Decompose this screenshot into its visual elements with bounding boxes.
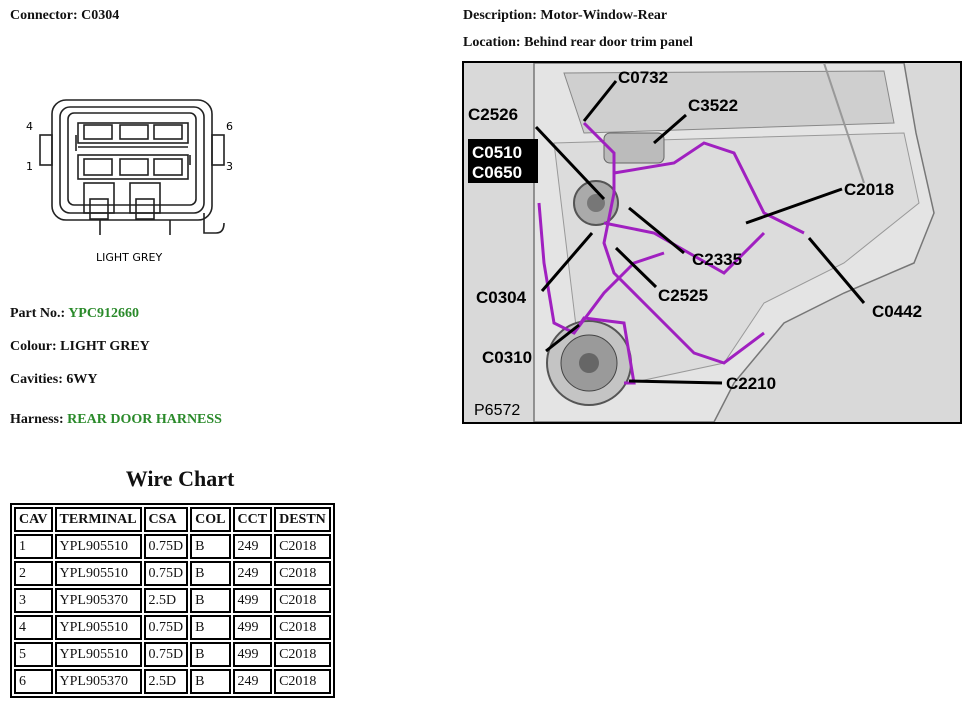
connector-value: C0304 bbox=[81, 8, 120, 23]
header-destn: DESTN bbox=[274, 507, 331, 532]
header-cct: CCT bbox=[232, 507, 273, 532]
cell-csa: 0.75D bbox=[143, 615, 189, 640]
cell-csa: 0.75D bbox=[143, 561, 189, 586]
table-row: 4 YPL905510 0.75D B 499 C2018 bbox=[14, 615, 331, 640]
cell-cav: 2 bbox=[14, 561, 53, 586]
cell-terminal: YPL905510 bbox=[54, 642, 142, 667]
cell-cav: 4 bbox=[14, 615, 53, 640]
cell-destn: C2018 bbox=[274, 669, 331, 694]
callout-c2210: C2210 bbox=[726, 374, 776, 393]
cell-destn: C2018 bbox=[274, 588, 331, 613]
cell-destn: C2018 bbox=[274, 615, 331, 640]
cell-col: B bbox=[190, 642, 231, 667]
description: Description: Motor-Window-Rear bbox=[463, 8, 667, 24]
cell-csa: 2.5D bbox=[143, 588, 189, 613]
location: Location: Behind rear door trim panel bbox=[463, 35, 693, 51]
header-terminal: TERMINAL bbox=[54, 507, 142, 532]
cell-terminal: YPL905510 bbox=[54, 561, 142, 586]
drawing-caption: LIGHT GREY bbox=[96, 251, 163, 264]
header-cav: CAV bbox=[14, 507, 53, 532]
description-label: Description: bbox=[463, 8, 537, 23]
callout-c3522: C3522 bbox=[688, 96, 738, 115]
cell-destn: C2018 bbox=[274, 534, 331, 559]
callout-c0510: C0510 bbox=[472, 143, 522, 162]
pin-1-label: 1 bbox=[26, 160, 33, 173]
wire-chart-header-row: CAV TERMINAL CSA COL CCT DESTN bbox=[14, 507, 331, 532]
table-row: 5 YPL905510 0.75D B 499 C2018 bbox=[14, 642, 331, 667]
cell-terminal: YPL905510 bbox=[54, 615, 142, 640]
cell-col: B bbox=[190, 669, 231, 694]
door-illustration: C0732 C2526 C3522 C0510 C0650 C2018 C233… bbox=[462, 61, 962, 424]
callout-c2525: C2525 bbox=[658, 286, 708, 305]
cell-cct: 249 bbox=[232, 561, 273, 586]
cell-cav: 6 bbox=[14, 669, 53, 694]
cell-cav: 3 bbox=[14, 588, 53, 613]
cavities: Cavities: 6WY bbox=[10, 372, 98, 388]
cell-destn: C2018 bbox=[274, 561, 331, 586]
callout-c2526: C2526 bbox=[468, 105, 518, 124]
header-csa: CSA bbox=[143, 507, 189, 532]
cell-col: B bbox=[190, 615, 231, 640]
location-value: Behind rear door trim panel bbox=[524, 35, 693, 50]
wire-chart-table: CAV TERMINAL CSA COL CCT DESTN 1 YPL9055… bbox=[10, 503, 335, 698]
cell-col: B bbox=[190, 534, 231, 559]
cell-col: B bbox=[190, 588, 231, 613]
cell-csa: 0.75D bbox=[143, 642, 189, 667]
harness-label: Harness: bbox=[10, 412, 64, 427]
wire-chart-title: Wire Chart bbox=[125, 466, 235, 491]
cell-cct: 249 bbox=[232, 669, 273, 694]
table-row: 1 YPL905510 0.75D B 249 C2018 bbox=[14, 534, 331, 559]
cell-cct: 499 bbox=[232, 588, 273, 613]
pin-6-label: 6 bbox=[226, 120, 233, 133]
callout-dark-box bbox=[468, 139, 538, 183]
door-illustration-drawing: C0732 C2526 C3522 C0510 C0650 C2018 C233… bbox=[468, 63, 935, 422]
colour: Colour: LIGHT GREY bbox=[10, 339, 150, 355]
cavities-label: Cavities: bbox=[10, 372, 63, 387]
cell-csa: 2.5D bbox=[143, 669, 189, 694]
callout-arrows bbox=[534, 80, 866, 385]
harness: Harness: REAR DOOR HARNESS bbox=[10, 412, 222, 428]
part-label: Part No.: bbox=[10, 306, 66, 321]
callout-c0732: C0732 bbox=[618, 68, 668, 87]
table-row: 6 YPL905370 2.5D B 249 C2018 bbox=[14, 669, 331, 694]
connector-heading: Connector: C0304 bbox=[10, 8, 119, 24]
callout-c0442: C0442 bbox=[872, 302, 922, 321]
location-label: Location: bbox=[463, 35, 521, 50]
part-number: Part No.: YPC912660 bbox=[10, 306, 139, 322]
harness-value: REAR DOOR HARNESS bbox=[67, 412, 222, 427]
cell-terminal: YPL905510 bbox=[54, 534, 142, 559]
cell-cav: 5 bbox=[14, 642, 53, 667]
colour-value: LIGHT GREY bbox=[60, 339, 150, 354]
harness-wires bbox=[537, 121, 805, 385]
callout-c2018: C2018 bbox=[844, 180, 894, 199]
description-value: Motor-Window-Rear bbox=[540, 8, 668, 23]
cell-cct: 499 bbox=[232, 615, 273, 640]
colour-label: Colour: bbox=[10, 339, 57, 354]
cavities-value: 6WY bbox=[66, 372, 98, 387]
cell-cav: 1 bbox=[14, 534, 53, 559]
pin-4-label: 4 bbox=[26, 120, 33, 133]
part-value: YPC912660 bbox=[68, 306, 139, 321]
table-row: 2 YPL905510 0.75D B 249 C2018 bbox=[14, 561, 331, 586]
cell-terminal: YPL905370 bbox=[54, 588, 142, 613]
cell-cct: 499 bbox=[232, 642, 273, 667]
cell-destn: C2018 bbox=[274, 642, 331, 667]
cell-cct: 249 bbox=[232, 534, 273, 559]
connector-label: Connector: bbox=[10, 8, 78, 23]
cell-terminal: YPL905370 bbox=[54, 669, 142, 694]
table-row: 3 YPL905370 2.5D B 499 C2018 bbox=[14, 588, 331, 613]
connector-face-drawing: 4 1 6 3 LIGHT GREY bbox=[26, 99, 233, 264]
callout-c0304: C0304 bbox=[476, 288, 527, 307]
pin-3-label: 3 bbox=[226, 160, 233, 173]
cell-col: B bbox=[190, 561, 231, 586]
callout-c0310: C0310 bbox=[482, 348, 532, 367]
header-col: COL bbox=[190, 507, 231, 532]
callout-c0650: C0650 bbox=[472, 163, 522, 182]
callout-c2335: C2335 bbox=[692, 250, 742, 269]
cell-csa: 0.75D bbox=[143, 534, 189, 559]
figure-id: P6572 bbox=[474, 402, 520, 419]
